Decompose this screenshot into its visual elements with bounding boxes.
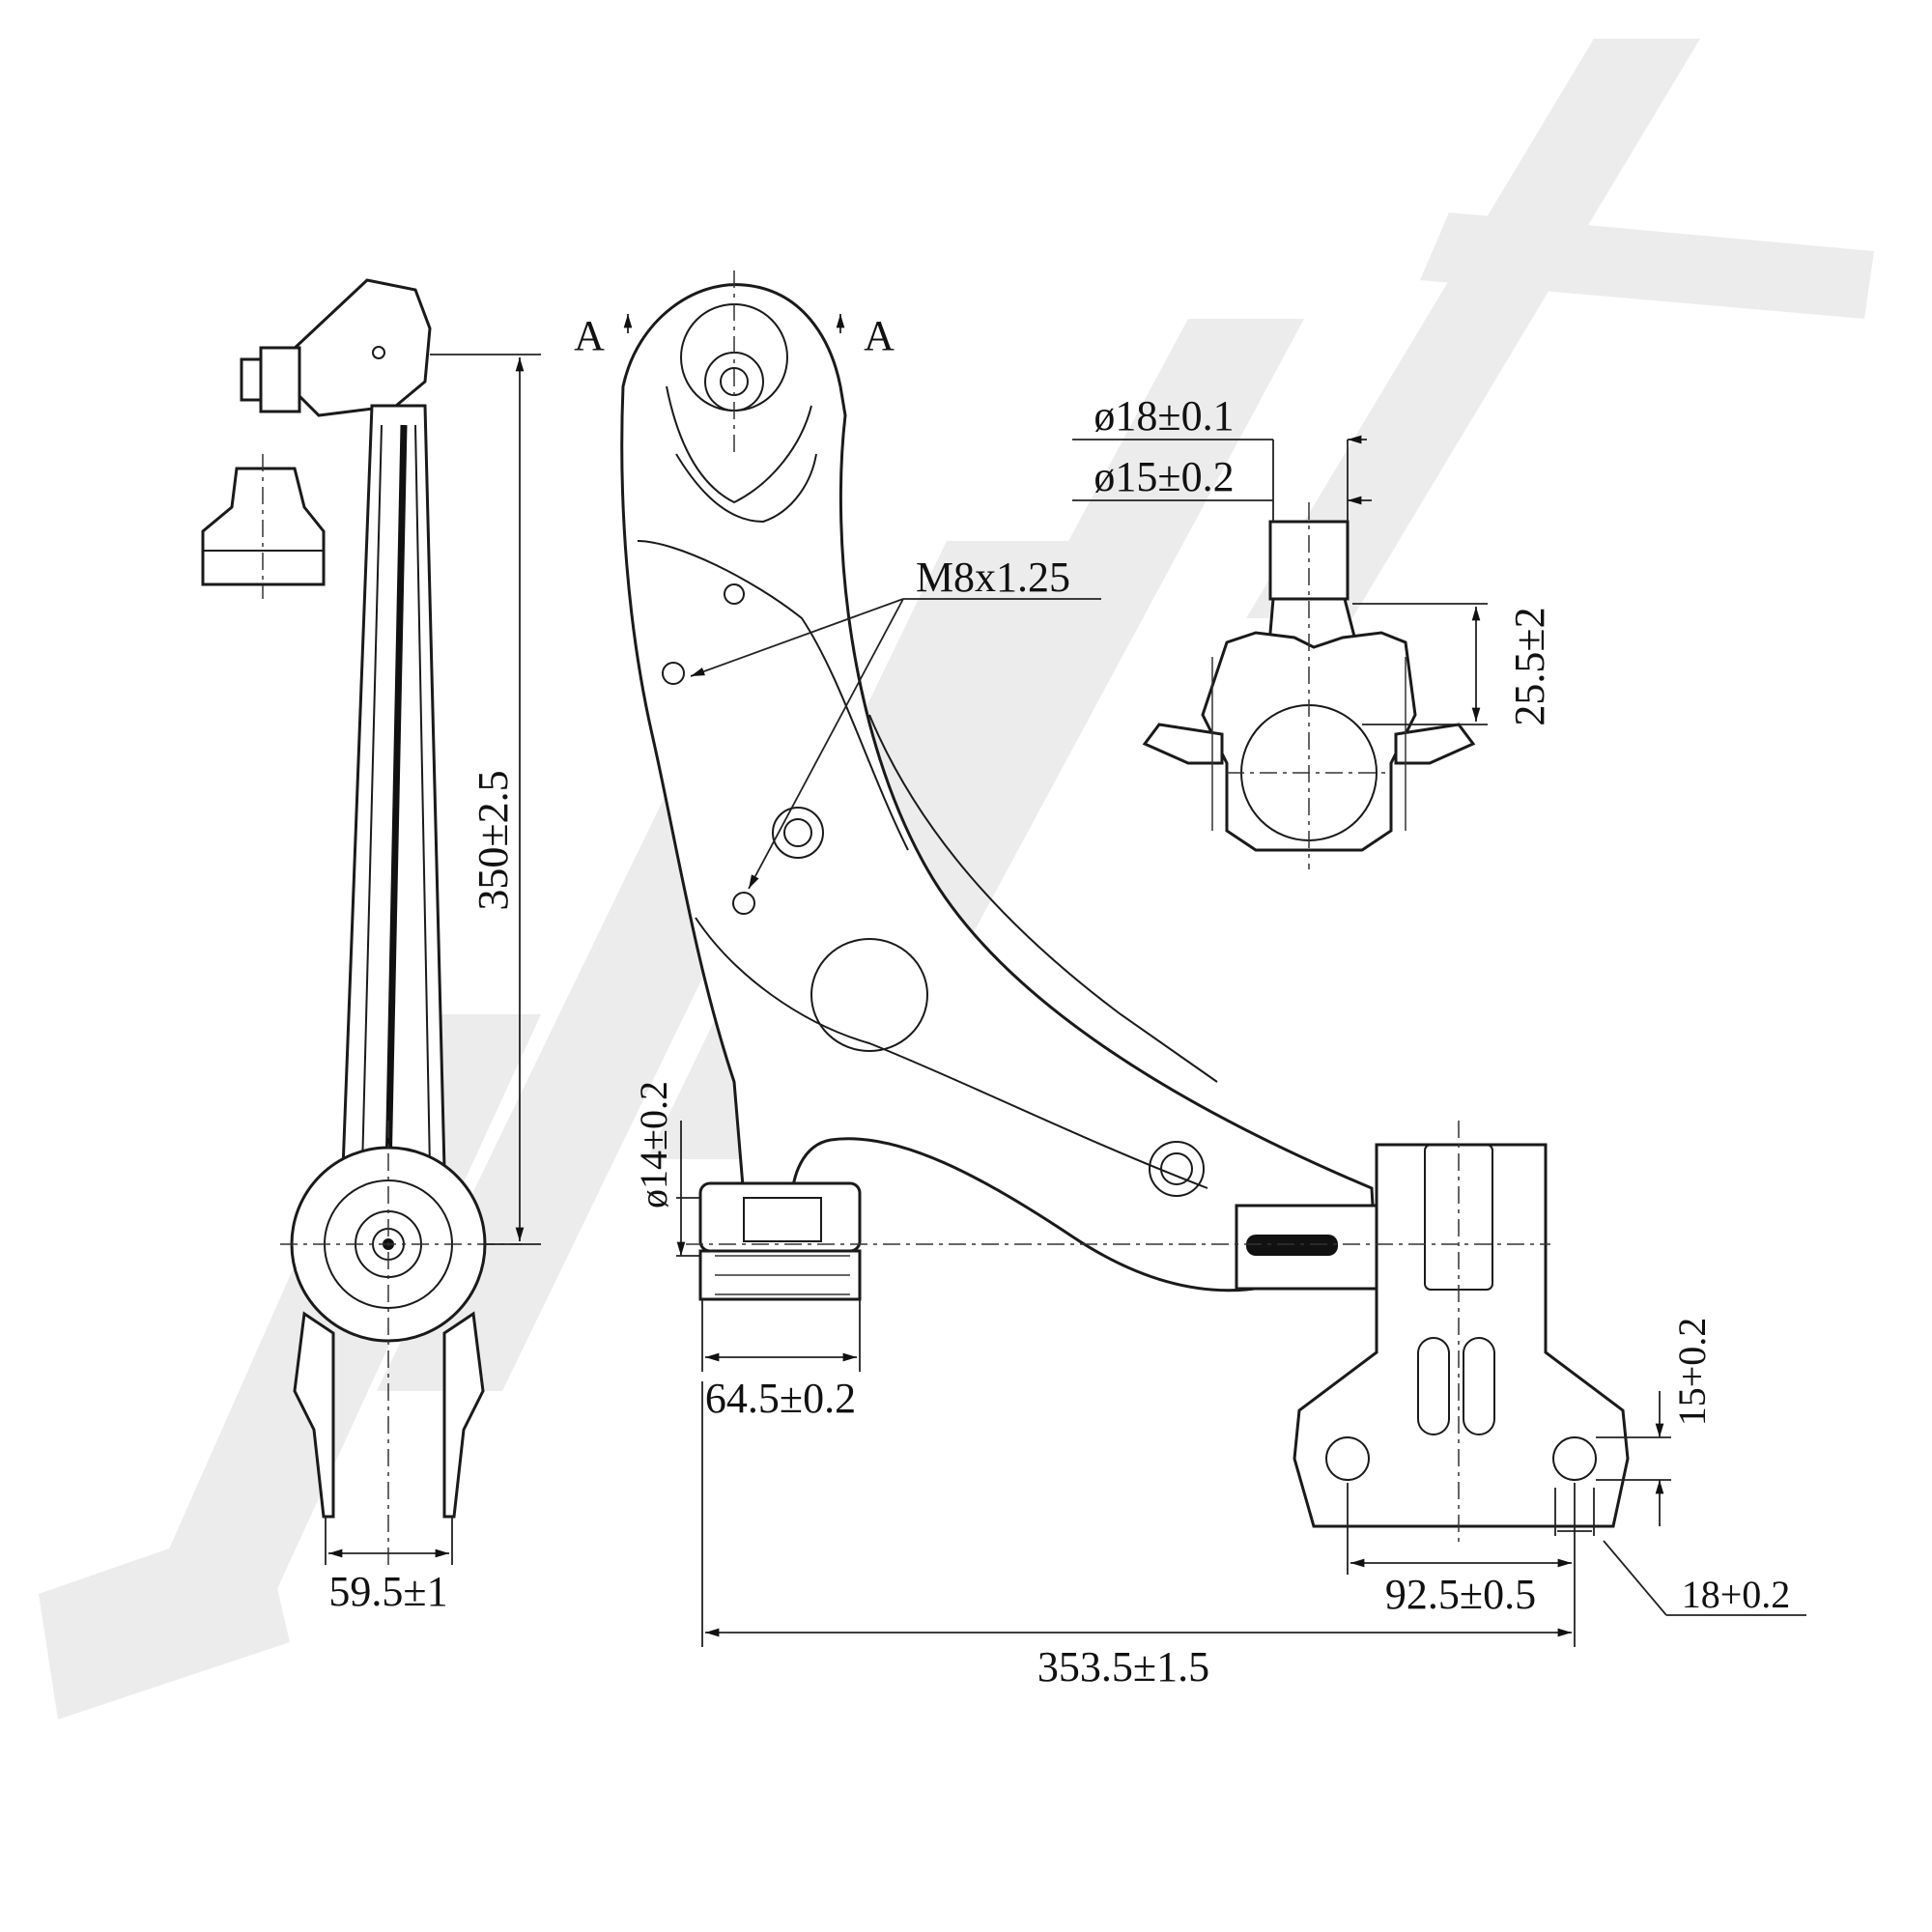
dim-overall-length: 353.5±1.5	[1037, 1643, 1209, 1690]
dim-bracket-hole: 15+0.2	[1670, 1318, 1714, 1427]
top-view	[620, 270, 1806, 1647]
dim-side-length: 350±2.5	[469, 770, 517, 910]
dim-stud-height: 25.5±2	[1506, 607, 1553, 725]
dim-bushing-width: 64.5±0.2	[705, 1375, 856, 1422]
dim-side-bottom-width: 59.5±1	[328, 1568, 447, 1615]
dim-thread: M8x1.25	[916, 554, 1070, 601]
side-view	[201, 278, 541, 1565]
section-marker-right: A	[864, 312, 895, 359]
dim-bushing-diameter: ø14±0.2	[632, 1081, 675, 1208]
dim-bracket-spacing: 92.5±0.5	[1385, 1571, 1536, 1618]
section-marker-left: A	[574, 312, 605, 359]
dim-bracket-slot: 18+0.2	[1682, 1573, 1791, 1616]
dim-stud-d2: ø15±0.2	[1094, 453, 1234, 500]
dim-stud-d1: ø18±0.1	[1094, 392, 1234, 440]
ball-stud-detail	[1072, 435, 1488, 869]
